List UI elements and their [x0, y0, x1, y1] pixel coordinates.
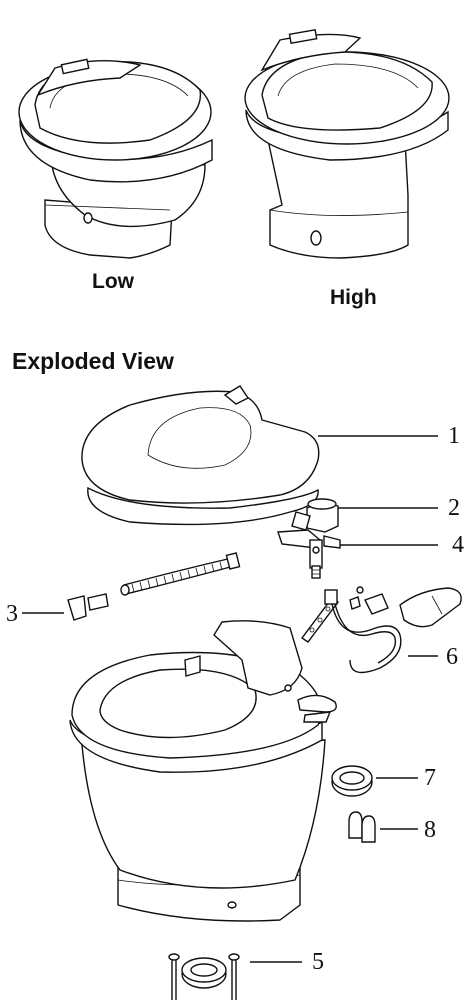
floor-seal-icon — [331, 765, 373, 797]
low-label: Low — [92, 270, 134, 293]
part-number-8: 8 — [424, 817, 436, 843]
toilet-bowl-illustration — [69, 620, 337, 922]
low-toilet-illustration — [18, 58, 213, 259]
water-valve-icon — [277, 498, 339, 579]
high-label: High — [330, 286, 377, 309]
part-number-1: 1 — [448, 423, 460, 449]
exploded-view-title: Exploded View — [12, 348, 174, 374]
hand-sprayer-icon — [300, 586, 462, 674]
vacuum-breaker-icon — [323, 535, 341, 549]
seat-lid-icon — [81, 385, 320, 526]
part-number-5: 5 — [312, 949, 324, 975]
part-number-4: 4 — [452, 532, 464, 558]
part-number-7: 7 — [424, 765, 436, 791]
part-number-2: 2 — [448, 495, 460, 521]
part-number-3: 3 — [6, 601, 18, 627]
flush-hose-kit-icon — [67, 552, 241, 621]
high-toilet-illustration — [244, 28, 450, 259]
mounting-hardware-icon — [168, 953, 240, 1000]
bolt-cap-icon — [348, 811, 376, 843]
part-number-6: 6 — [446, 644, 458, 670]
